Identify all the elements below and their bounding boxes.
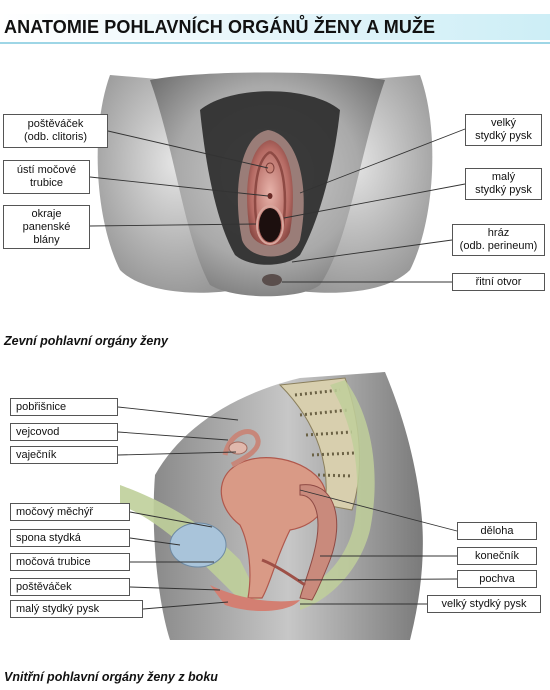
label-anus: řitní otvor bbox=[452, 273, 545, 291]
label-hymen: okraje panenské blány bbox=[3, 205, 90, 249]
label-labia-majora-internal: velký stydký pysk bbox=[427, 595, 541, 613]
label-perineum: hráz (odb. perineum) bbox=[452, 224, 545, 256]
label-urethra-opening: ústí močové trubice bbox=[3, 160, 90, 194]
external-figure bbox=[90, 73, 465, 297]
label-peritoneum: pobřišnice bbox=[10, 398, 118, 416]
label-oviduct: vejcovod bbox=[10, 423, 118, 441]
anus-shape bbox=[262, 274, 282, 286]
label-bladder: močový měchýř bbox=[10, 503, 130, 521]
urethra-opening-shape bbox=[268, 193, 273, 199]
label-ovary: vaječník bbox=[10, 446, 118, 464]
vaginal-opening-shape bbox=[259, 208, 281, 242]
label-labia-minora-internal: malý stydký pysk bbox=[10, 600, 143, 618]
label-uterus: děloha bbox=[457, 522, 537, 540]
label-clitoris-internal: poštěváček bbox=[10, 578, 130, 596]
label-vagina: pochva bbox=[457, 570, 537, 588]
label-labia-minora: malý stydký pysk bbox=[465, 168, 542, 200]
label-pubic-symphysis: spona stydká bbox=[10, 529, 130, 547]
label-labia-majora: velký stydký pysk bbox=[465, 114, 542, 146]
label-rectum: konečník bbox=[457, 547, 537, 565]
label-urethra: močová trubice bbox=[10, 553, 130, 571]
internal-figure bbox=[118, 372, 457, 640]
caption-external: Zevní pohlavní orgány ženy bbox=[4, 334, 168, 348]
caption-internal: Vnitřní pohlavní orgány ženy z boku bbox=[4, 670, 218, 684]
label-clitoris: poštěváček (odb. clitoris) bbox=[3, 114, 108, 148]
